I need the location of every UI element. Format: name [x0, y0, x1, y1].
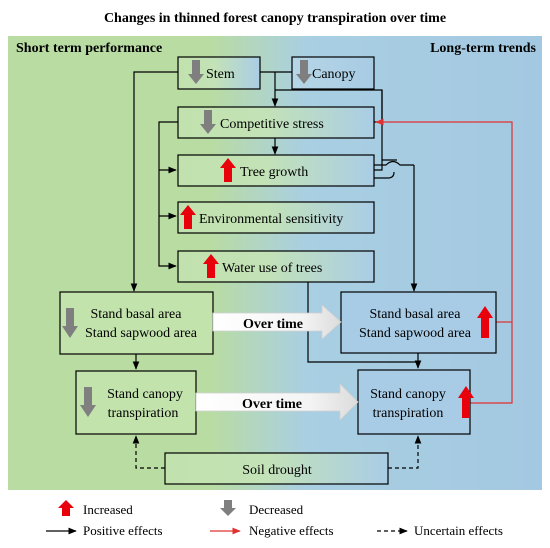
legend-item-positive: Positive effects [46, 523, 163, 538]
node-stand-area-long: Stand basal area Stand sapwood area [340, 291, 497, 354]
node-tree-growth-label: Tree growth [240, 165, 308, 180]
transition-label-top: Over time [243, 317, 303, 332]
node-soil-drought-label: Soil drought [242, 463, 312, 478]
node-competitive-stress-label: Competitive stress [220, 117, 324, 132]
decrease-arrow-icon [62, 308, 78, 338]
node-stand-area-short-line1: Stand basal area [91, 307, 183, 322]
decrease-arrow-icon [200, 110, 216, 134]
node-canopy-transpiration-long: Stand canopy transpiration [357, 369, 474, 435]
legend-item-increased: Increased [58, 500, 133, 517]
legend-label-increased: Increased [83, 502, 133, 517]
legend-item-decreased: Decreased [220, 500, 304, 517]
section-label-short-term: Short term performance [16, 41, 162, 56]
node-stem-label: Stem [206, 67, 235, 82]
node-canopy-transpiration-short-line1: Stand canopy [107, 387, 183, 402]
node-stand-area-long-line2: Stand sapwood area [359, 326, 472, 341]
legend-label-uncertain: Uncertain effects [414, 523, 503, 538]
transition-label-bottom: Over time [242, 397, 302, 412]
increase-arrow-icon [458, 386, 474, 418]
section-label-long-term: Long-term trends [430, 41, 536, 56]
increase-arrow-icon [58, 500, 74, 516]
node-canopy-transpiration-short-line2: transpiration [108, 406, 179, 421]
node-canopy-transpiration-long-line1: Stand canopy [370, 387, 446, 402]
node-environmental-sensitivity: Environmental sensitivity [177, 201, 375, 234]
node-stand-area-short: Stand basal area Stand sapwood area [59, 291, 214, 355]
node-stand-area-long-line1: Stand basal area [370, 307, 462, 322]
increase-arrow-icon [180, 205, 196, 229]
decrease-arrow-icon [80, 387, 96, 417]
legend-item-negative: Negative effects [210, 523, 334, 538]
node-stem: Stem [177, 56, 261, 90]
legend-label-positive: Positive effects [83, 523, 163, 538]
node-water-use-label: Water use of trees [222, 261, 322, 276]
node-water-use: Water use of trees [177, 250, 375, 283]
increase-arrow-icon [477, 306, 493, 338]
increase-arrow-icon [203, 254, 219, 278]
node-canopy-transpiration-short: Stand canopy transpiration [75, 370, 197, 435]
decrease-arrow-icon [188, 60, 204, 84]
node-competitive-stress: Competitive stress [177, 106, 375, 139]
legend-item-uncertain: Uncertain effects [377, 523, 503, 538]
node-environmental-sensitivity-label: Environmental sensitivity [199, 212, 343, 227]
uncertain-effect-connectors [132, 435, 422, 469]
node-canopy-transpiration-long-line2: transpiration [373, 406, 444, 421]
node-canopy: Canopy [291, 56, 375, 90]
node-soil-drought: Soil drought [164, 452, 389, 485]
transition-arrow-top: Over time [212, 304, 342, 340]
legend: Increased Decreased Positive effects Neg… [46, 500, 503, 538]
decrease-arrow-icon [220, 500, 236, 516]
transition-arrow-bottom: Over time [195, 383, 359, 421]
legend-label-decreased: Decreased [249, 502, 304, 517]
node-tree-growth: Tree growth [177, 154, 375, 187]
node-stand-area-short-line2: Stand sapwood area [85, 326, 198, 341]
node-canopy-label: Canopy [312, 67, 356, 82]
legend-label-negative: Negative effects [249, 523, 334, 538]
diagram-title: Changes in thinned forest canopy transpi… [104, 11, 446, 26]
increase-arrow-icon [220, 158, 236, 182]
negative-effect-connector [375, 118, 513, 404]
decrease-arrow-icon [296, 60, 312, 84]
